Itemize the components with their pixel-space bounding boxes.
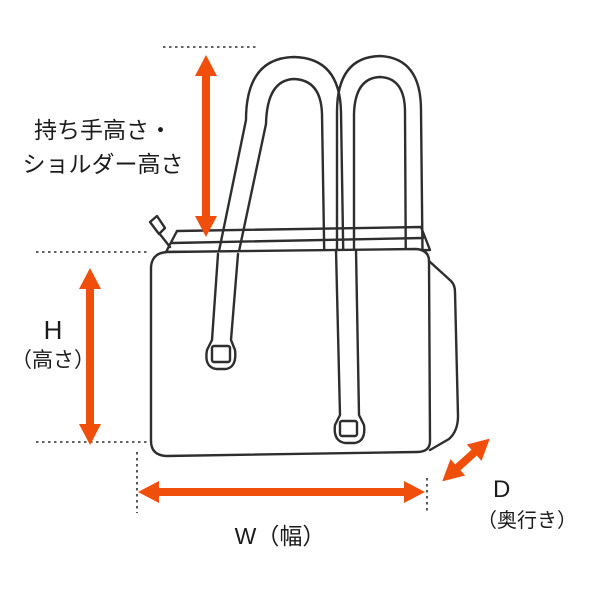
bag-height-arrow	[79, 268, 101, 445]
bag-height-arrow-head-top	[79, 268, 101, 289]
bag-depth-label-sub: （奥行き）	[477, 510, 577, 532]
bag-depth-arrow	[442, 438, 490, 482]
handle-height-label-line2: ショルダー高さ	[22, 151, 184, 177]
handle-height-label-line1: 持ち手高さ・	[34, 117, 172, 143]
bag-depth-arrow-head-lower	[442, 459, 466, 482]
bag-handle-right-outer	[335, 54, 425, 302]
bag-front-face	[149, 247, 432, 458]
bag-depth-label-letter: D	[493, 476, 511, 503]
bag-handle-left-inner	[236, 77, 327, 302]
bag-side-panel	[427, 259, 460, 452]
bag-zipper-line	[170, 236, 425, 245]
bag-width-label: W（幅）	[234, 523, 326, 549]
bag-handle-right-inner	[352, 75, 408, 302]
bag-strap-stitch-left	[210, 344, 232, 364]
bag-height-label-sub: （高さ）	[11, 349, 95, 372]
bag-width-arrow	[138, 481, 425, 503]
bag-strap-tab-left	[205, 252, 240, 371]
bag-depth-arrow-shaft	[453, 448, 479, 472]
zipper-pull-cord	[157, 231, 172, 249]
bag-depth-label: D （奥行き）	[477, 474, 597, 536]
bag-illustration	[148, 54, 460, 458]
bag-height-label: H （高さ）	[2, 314, 104, 376]
bag-height-arrow-head-bottom	[79, 424, 101, 445]
zipper-pull-icon	[148, 214, 167, 236]
handle-height-arrow	[195, 55, 217, 237]
bag-strap-tab-right	[333, 248, 366, 445]
bag-width-arrow-head-left	[138, 481, 159, 503]
bag-width-arrow-head-right	[404, 481, 425, 503]
bag-depth-arrow-head-upper	[466, 438, 490, 461]
handle-height-label: 持ち手高さ・ ショルダー高さ	[10, 113, 196, 181]
bag-strap-stitch-right	[338, 419, 359, 438]
handle-height-arrow-head-bottom	[195, 216, 217, 237]
handle-height-arrow-head-top	[195, 55, 217, 76]
bag-height-label-letter: H	[43, 315, 63, 345]
